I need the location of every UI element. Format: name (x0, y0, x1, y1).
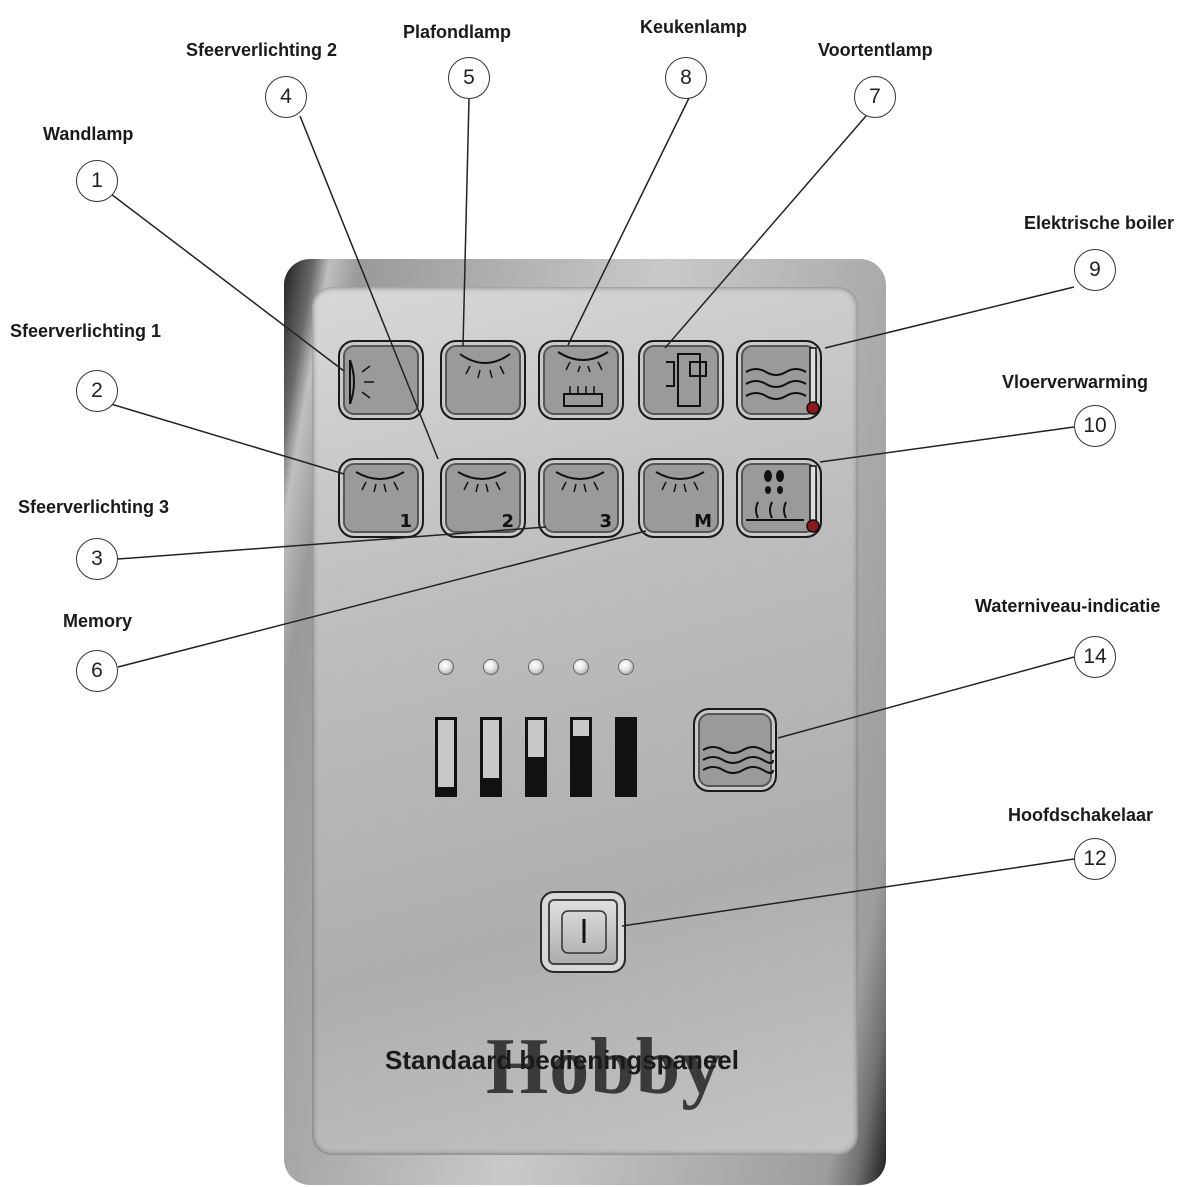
label-sfeerverlichting-2: Sfeerverlichting 2 (186, 40, 338, 60)
label-plafondlamp: Plafondlamp (403, 22, 512, 42)
callout-2: 2 (76, 370, 118, 412)
water-level-icon (702, 746, 774, 774)
water-level-bar-5 (615, 717, 637, 797)
sfeerverlichting-3-button[interactable]: 3 (538, 458, 624, 538)
mood-light-icon (655, 471, 705, 493)
sfeerverlichting-2-button[interactable]: 2 (440, 458, 526, 538)
voortentlamp-button[interactable] (638, 340, 724, 420)
label-waterniveau-indicatie: Waterniveau-indicatie (975, 596, 1161, 616)
mood-light-icon (457, 471, 507, 493)
water-level-led (573, 659, 589, 675)
callout-14: 14 (1074, 636, 1116, 678)
ceiling-lamp-icon (459, 353, 511, 379)
kitchen-lamp-icon (557, 351, 609, 407)
label-memory: Memory (63, 611, 133, 631)
mood-light-icon (355, 471, 405, 493)
callout-5: 5 (448, 57, 490, 99)
waterniveau-button[interactable] (693, 708, 777, 792)
label-wandlamp: Wandlamp (43, 124, 134, 144)
power-icon (561, 910, 607, 954)
water-level-led (618, 659, 634, 675)
callout-8: 8 (665, 57, 707, 99)
callout-10: 10 (1074, 405, 1116, 447)
callout-9: 9 (1074, 249, 1116, 291)
callout-1: 1 (76, 160, 118, 202)
hoofdschakelaar-button[interactable] (540, 891, 626, 973)
water-level-bar-4 (570, 717, 592, 797)
brand-logo: Hobby (486, 1023, 723, 1111)
water-level-bar-3 (525, 717, 547, 797)
awning-lamp-icon (666, 353, 707, 407)
callout-4: 4 (265, 76, 307, 118)
floor-heating-icon (746, 465, 820, 533)
label-sfeerverlichting-3: Sfeerverlichting 3 (18, 497, 170, 517)
sfeerverlichting-1-button[interactable]: 1 (338, 458, 424, 538)
label-sfeerverlichting-1: Sfeerverlichting 1 (10, 321, 162, 341)
button-number-label: M (694, 511, 712, 532)
plafondlamp-button[interactable] (440, 340, 526, 420)
boiler-button[interactable] (736, 340, 822, 420)
mood-light-icon (555, 471, 605, 493)
wall-lamp-icon (349, 359, 374, 405)
callout-6: 6 (76, 650, 118, 692)
button-number-label: 3 (599, 511, 612, 532)
label-elektrische-boiler: Elektrische boiler (1024, 213, 1175, 233)
callout-7: 7 (854, 76, 896, 118)
water-level-bar-1 (435, 717, 457, 797)
boiler-icon (745, 347, 820, 415)
water-level-led (483, 659, 499, 675)
label-hoofdschakelaar: Hoofdschakelaar (1008, 805, 1154, 825)
callout-12: 12 (1074, 838, 1116, 880)
water-level-led (438, 659, 454, 675)
water-level-bar-2 (480, 717, 502, 797)
memory-button[interactable]: M (638, 458, 724, 538)
label-keukenlamp: Keukenlamp (640, 17, 748, 37)
keukenlamp-button[interactable] (538, 340, 624, 420)
button-number-label: 2 (501, 511, 514, 532)
label-voortentlamp: Voortentlamp (818, 40, 933, 60)
wandlamp-button[interactable] (338, 340, 424, 420)
button-number-label: 1 (399, 511, 412, 532)
water-level-led (528, 659, 544, 675)
callout-3: 3 (76, 538, 118, 580)
vloerverwarming-button[interactable] (736, 458, 822, 538)
label-vloerverwarming: Vloerverwarming (1002, 372, 1149, 392)
panel-caption: Standaard bedieningspaneel (385, 1045, 739, 1075)
